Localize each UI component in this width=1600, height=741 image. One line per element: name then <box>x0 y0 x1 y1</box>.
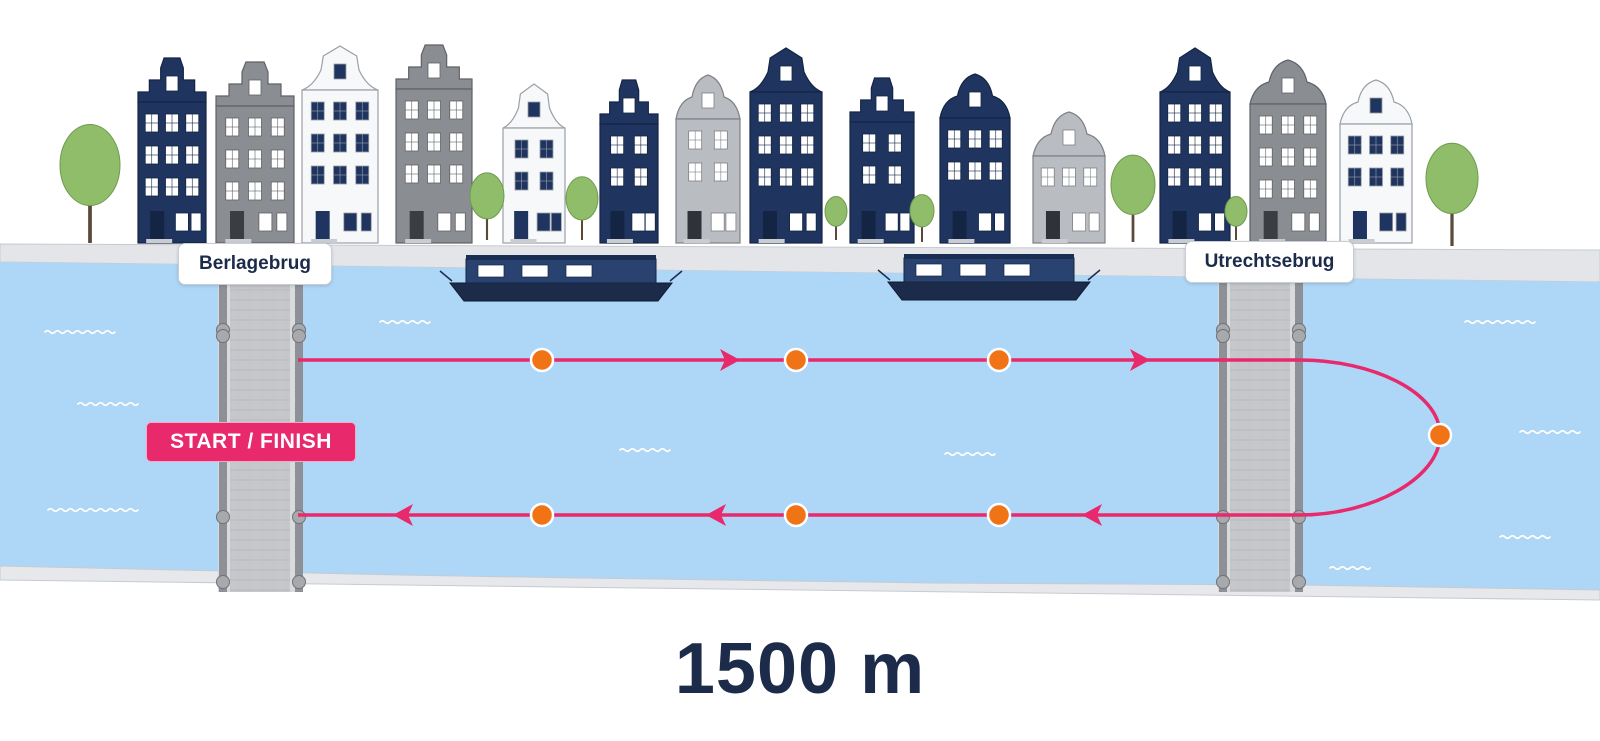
house-icon <box>1032 111 1106 244</box>
house-icon <box>1339 79 1413 244</box>
house-icon <box>849 77 915 244</box>
route-arrow-icon <box>720 349 740 371</box>
tree-icon <box>1425 142 1479 246</box>
ripple <box>1499 534 1551 540</box>
route-arrow-icon <box>1082 504 1102 526</box>
route-arrow-icon <box>1130 349 1150 371</box>
route-arrow-icon <box>706 504 726 526</box>
ripple <box>47 507 139 513</box>
house-icon <box>301 45 379 244</box>
ripple <box>1329 565 1371 571</box>
house-icon <box>675 74 741 244</box>
bridge-label-berlagebrug: Berlagebrug <box>178 243 332 285</box>
house-icon <box>1249 59 1327 244</box>
start-finish-badge: START / FINISH <box>146 422 356 462</box>
ripple <box>77 401 139 407</box>
house-icon <box>939 73 1011 244</box>
ripple <box>1519 429 1581 435</box>
house-icon <box>1159 47 1231 244</box>
ripple <box>379 319 431 325</box>
house-icon <box>502 83 566 244</box>
buoy-marker-icon <box>986 347 1012 373</box>
ripple <box>619 447 671 453</box>
buoy-marker-icon <box>529 347 555 373</box>
canal-houses <box>137 44 1413 244</box>
houseboat-icon <box>877 254 1101 301</box>
distance-label: 1500 m <box>674 629 926 709</box>
water-ripples <box>44 319 1581 571</box>
tree-icon <box>909 194 935 242</box>
route-arrow-icon <box>393 504 413 526</box>
houseboat-icon <box>439 255 683 302</box>
house-icon <box>215 61 295 244</box>
tree-icon <box>1224 196 1248 240</box>
buoy-marker-icon <box>783 502 809 528</box>
house-icon <box>749 47 823 244</box>
ripple <box>44 329 116 335</box>
trees <box>59 124 1479 246</box>
tree-icon <box>469 172 505 240</box>
bridge-label-utrechtsebrug: Utrechtsebrug <box>1185 241 1354 283</box>
buoy-markers <box>529 347 1453 528</box>
house-icon <box>395 44 473 244</box>
water <box>0 262 1600 590</box>
bridge-icon <box>1216 282 1306 592</box>
tree-icon <box>1110 154 1156 242</box>
ripple <box>1464 319 1536 325</box>
buoy-marker-icon <box>529 502 555 528</box>
house-icon <box>137 57 207 244</box>
tree-icon <box>824 196 848 240</box>
ripple <box>944 451 996 457</box>
houseboats <box>439 254 1101 302</box>
buoy-marker-icon <box>1427 422 1453 448</box>
buoy-marker-icon <box>986 502 1012 528</box>
tree-icon <box>565 176 599 240</box>
tree-icon <box>59 124 121 243</box>
buoy-marker-icon <box>783 347 809 373</box>
house-icon <box>599 79 659 244</box>
